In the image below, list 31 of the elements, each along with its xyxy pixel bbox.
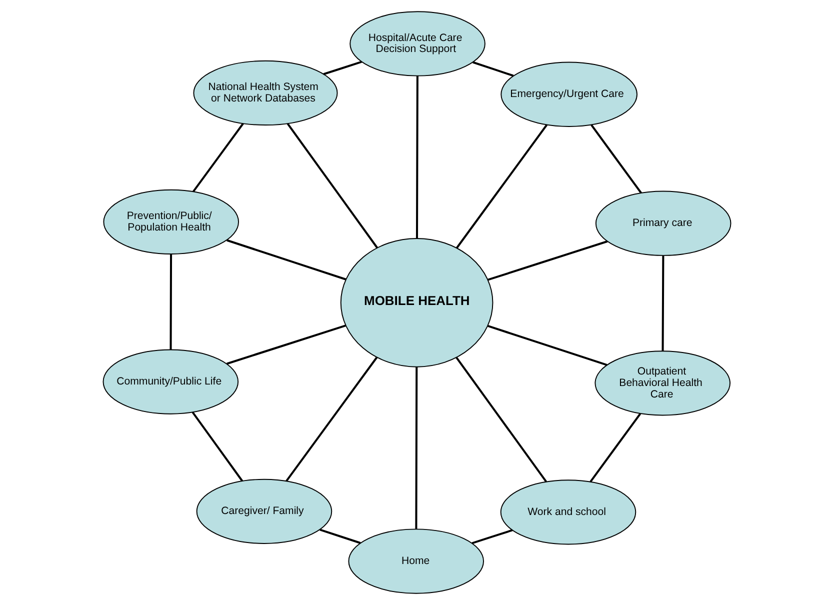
node-ellipse: MOBILE HEALTH <box>340 238 493 368</box>
node-ellipse: Community/Public Life <box>102 349 238 414</box>
connector <box>661 256 664 351</box>
node-ellipse: Prevention/Public/ Population Health <box>102 189 239 254</box>
node-ellipse: Work and school <box>500 480 636 545</box>
connector <box>322 60 362 76</box>
connector <box>192 122 244 192</box>
connector <box>455 356 547 482</box>
connector <box>285 356 378 482</box>
connector <box>415 76 418 238</box>
connector <box>169 254 172 350</box>
node-ellipse: National Health System or Network Databases <box>192 60 338 126</box>
connector <box>319 528 360 544</box>
node-ellipse: Hospital/Acute Care Decision Support <box>349 11 485 76</box>
node-ellipse: Primary care <box>594 190 731 256</box>
connector <box>286 123 378 248</box>
connector <box>487 325 607 366</box>
connector <box>589 413 641 482</box>
connector <box>414 366 418 529</box>
connector <box>471 529 512 544</box>
node-ellipse: Home <box>348 528 484 594</box>
node-ellipse: Emergency/Urgent Care <box>500 62 637 127</box>
connector <box>455 124 548 249</box>
connector <box>191 412 243 482</box>
connector <box>472 61 514 77</box>
node-ellipse: Caregiver/ Family <box>196 478 332 544</box>
connector <box>590 124 642 194</box>
node-ellipse: Outpatient Behavioral Health Care <box>594 350 730 416</box>
connector <box>226 239 346 280</box>
connector <box>226 324 346 365</box>
connector <box>486 240 608 281</box>
